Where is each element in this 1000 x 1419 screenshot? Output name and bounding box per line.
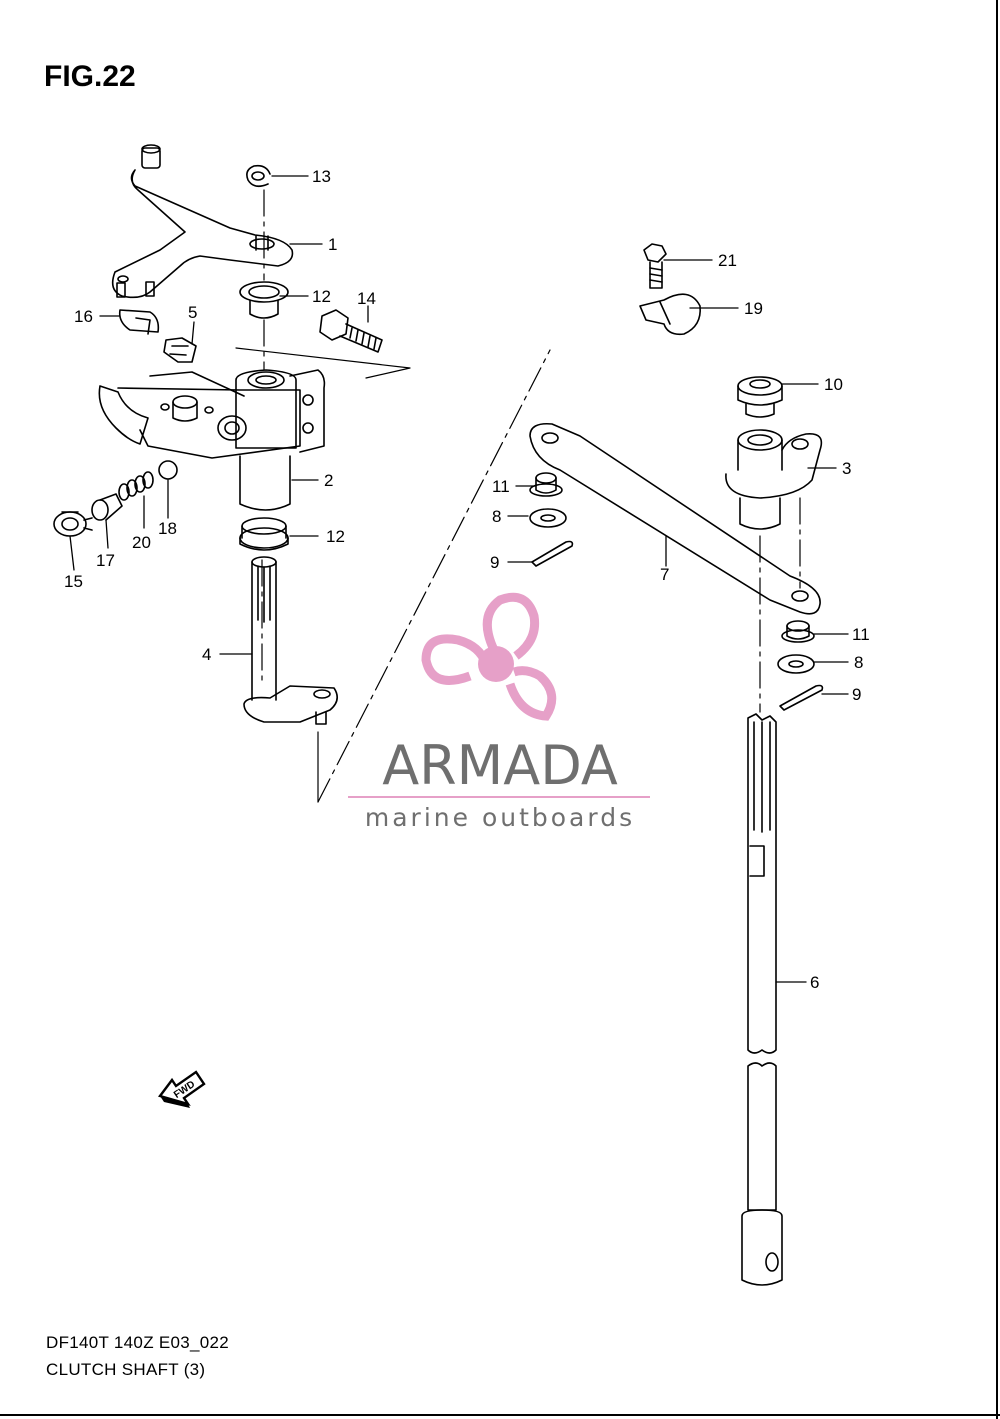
clutch-shaft-part: [243, 556, 338, 725]
callout-labels: 13 1 12 14 16 5 2 12 20 18 15 17 4 21 19…: [64, 167, 870, 992]
footer-model-code: DF140T 140Z E03_022: [46, 1333, 230, 1352]
upper-washer-part: [529, 508, 567, 528]
small-bolt-part: [643, 243, 667, 289]
lever-plate-part: [111, 144, 294, 299]
callout-5: 5: [188, 303, 197, 322]
lower-bushing-part: [239, 517, 289, 551]
callout-6: 6: [810, 973, 819, 992]
callout-11-upper: 11: [492, 477, 510, 496]
callout-8-upper: 8: [492, 507, 501, 526]
lower-cotter-pin-part: [779, 684, 824, 711]
watermark-brand: ARMADA: [382, 734, 618, 797]
watermark-tagline: marine outboards: [365, 803, 635, 832]
clamp-part: [639, 293, 701, 336]
callout-21: 21: [718, 251, 737, 270]
callout-17: 17: [96, 551, 115, 570]
callout-20: 20: [132, 533, 151, 552]
lower-washer-part: [777, 654, 815, 674]
long-shaft-part: [741, 713, 783, 1286]
upper-cotter-pin-part: [531, 540, 574, 567]
callout-16: 16: [74, 307, 93, 326]
link-rod-part: [529, 422, 821, 615]
footer-diagram-name: CLUTCH SHAFT (3): [46, 1360, 206, 1379]
plug-part: [53, 511, 93, 537]
callout-9-lower: 9: [852, 685, 861, 704]
page-border-right: [996, 0, 998, 1419]
clutch-housing-part: [98, 369, 326, 511]
callout-12-upper: 12: [312, 287, 331, 306]
alignment-lines: [261, 189, 801, 803]
forward-direction-badge: FWD: [157, 1070, 206, 1108]
callout-2: 2: [324, 471, 333, 490]
callout-13: 13: [312, 167, 331, 186]
callout-19: 19: [744, 299, 763, 318]
callout-10: 10: [824, 375, 843, 394]
upper-collar-part: [529, 472, 563, 497]
spring-part: [118, 471, 154, 501]
callout-9-upper: 9: [490, 553, 499, 572]
clip-part: [118, 309, 160, 335]
propeller-logo-icon: [421, 592, 557, 721]
assembly-bracket-lines: [235, 347, 411, 803]
callout-14: 14: [357, 289, 376, 308]
callout-18: 18: [158, 519, 177, 538]
upper-bushing-part: [239, 281, 289, 319]
upper-plug-part: [737, 376, 783, 418]
callout-11-lower: 11: [852, 625, 870, 644]
leader-lines: [69, 175, 849, 983]
armada-watermark: ARMADA marine outboards: [348, 592, 650, 832]
callout-1: 1: [328, 235, 337, 254]
e-clip-part: [246, 164, 271, 188]
callout-15: 15: [64, 572, 83, 591]
fitting-part: [163, 337, 197, 363]
callout-4: 4: [202, 645, 211, 664]
bolt-part: [319, 309, 383, 353]
callout-3: 3: [842, 459, 851, 478]
callout-7: 7: [660, 565, 669, 584]
page-border-bottom: [0, 1414, 1000, 1416]
shift-arm-part: [725, 429, 823, 530]
ball-part: [158, 460, 178, 480]
sleeve-part: [91, 493, 123, 521]
callout-12-lower: 12: [326, 527, 345, 546]
callout-8-lower: 8: [854, 653, 863, 672]
lower-collar-part: [781, 620, 815, 643]
forward-arrow-icon: [157, 1070, 206, 1108]
figure-title: FIG.22: [44, 60, 136, 93]
